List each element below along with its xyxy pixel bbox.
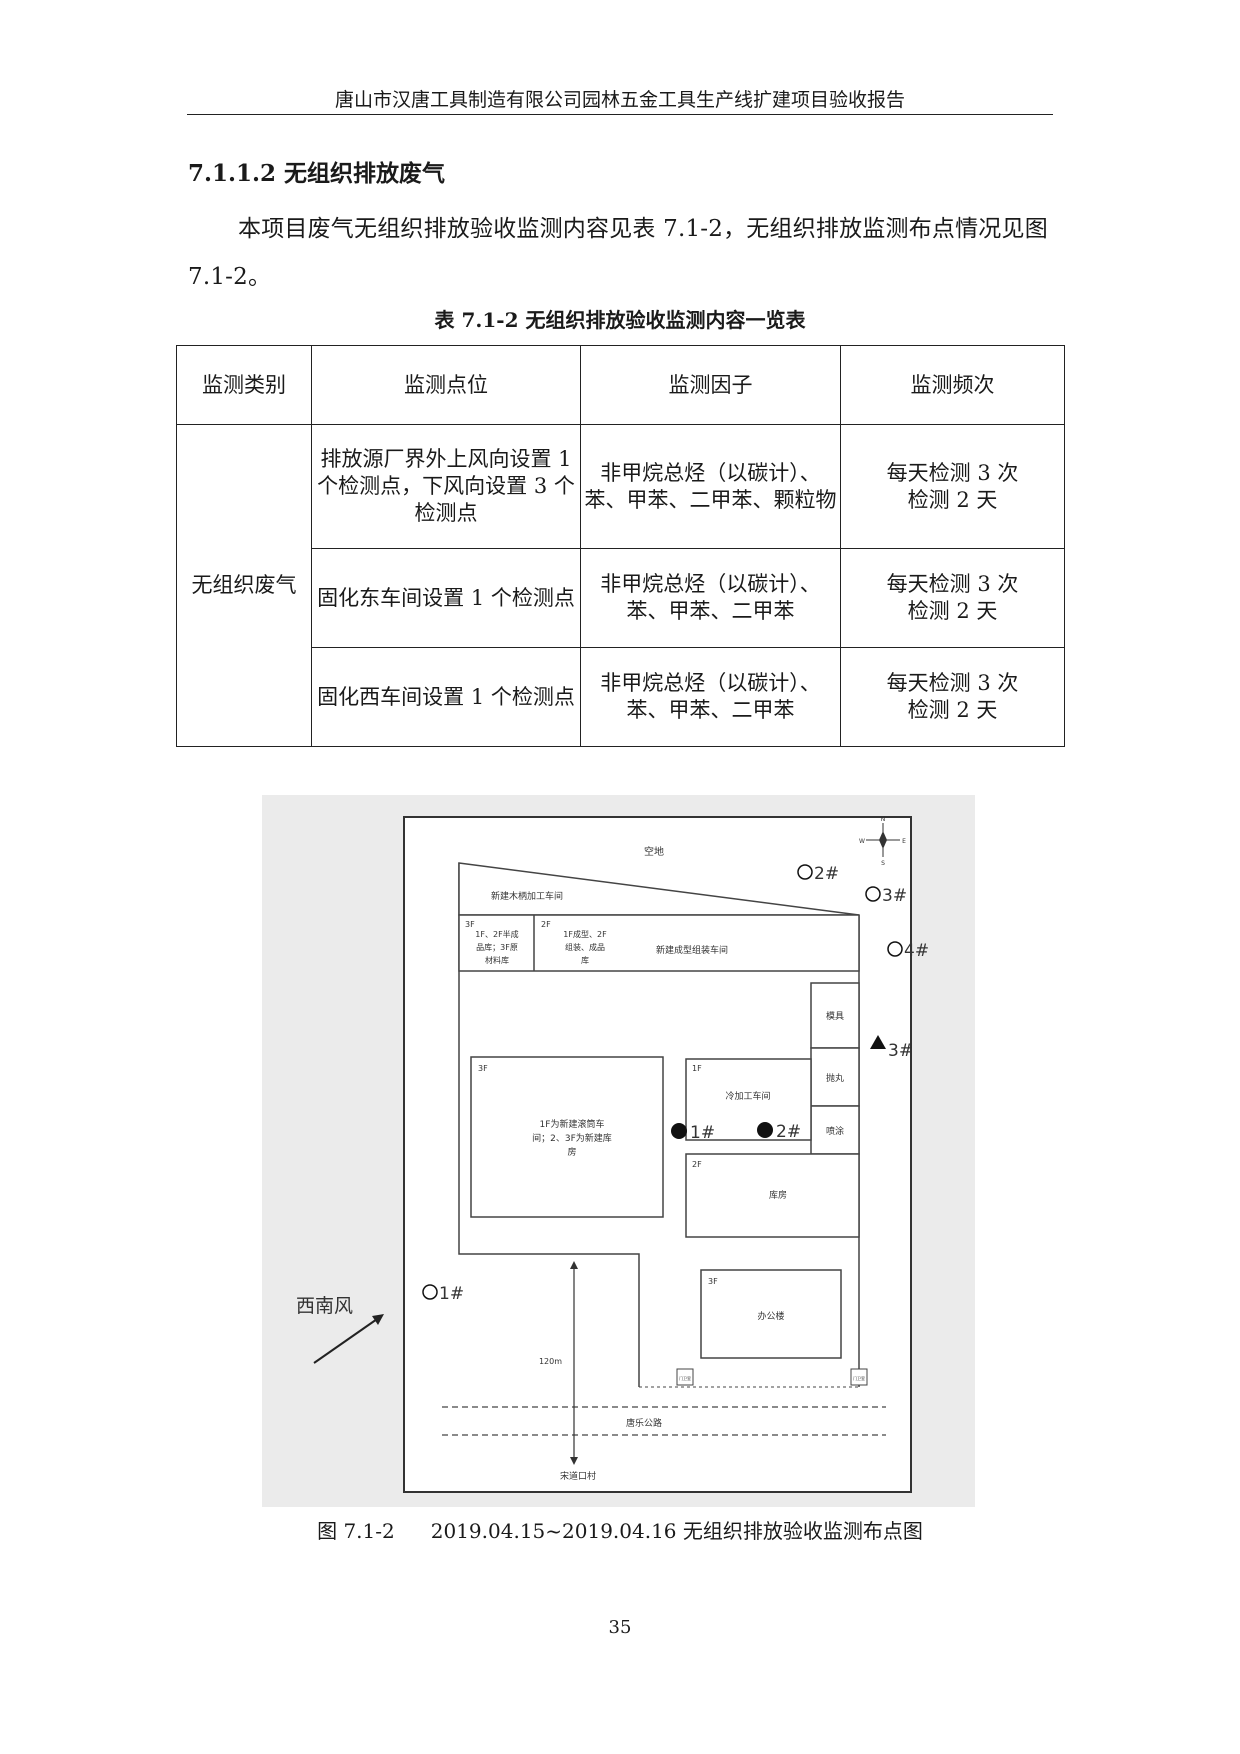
building-2f-floor: 2F: [541, 920, 551, 929]
building-forming: [458, 914, 860, 972]
header-cell: 监测频次: [840, 345, 1065, 425]
warehouse-floor: 2F: [692, 1160, 702, 1169]
factor-cell: 非甲烷总烃（以碳计）、苯、甲苯、二甲苯: [580, 647, 841, 747]
table-header-row: 监测类别 监测点位 监测因子 监测频次: [176, 345, 1065, 425]
frequency-cell: 每天检测 3 次检测 2 天: [840, 548, 1065, 648]
factor-cell: 非甲烷总烃（以碳计）、苯、甲苯、二甲苯: [580, 548, 841, 648]
monitoring-table: 监测类别 监测点位 监测因子 监测频次 无组织废气 排放源厂界外上风向设置 1 …: [176, 345, 1065, 747]
table-caption: 表 7.1-2 无组织排放验收监测内容一览表: [434, 308, 806, 332]
section-title: 7.1.1.2 无组织排放废气: [188, 160, 446, 187]
figure-caption-text: 2019.04.15~2019.04.16 无组织排放验收监测布点图: [430, 1519, 923, 1543]
building-3f-text: 材料库: [485, 955, 509, 965]
frequency-line: 检测 2 天: [907, 487, 998, 512]
header-cell: 监测类别: [176, 345, 312, 425]
frequency-line: 每天检测 3 次: [886, 460, 1019, 485]
header-cell: 监测点位: [311, 345, 581, 425]
site-layout-figure: 空地 N S W E 新建木柄加工车间 3F 1F、2F半成 品库；3F原 材料…: [262, 795, 975, 1507]
building-forming-label: 新建成型组装车间: [656, 944, 728, 956]
building-drum-text: 间；2、3F为新建库: [532, 1132, 612, 1144]
room-spray-label: 喷涂: [826, 1125, 844, 1137]
monitor-point-o4: 4#: [887, 941, 929, 961]
room-mold-label: 模具: [826, 1011, 844, 1022]
frequency-line: 检测 2 天: [907, 599, 998, 623]
guard-room-right-label: 门卫室: [853, 1375, 865, 1381]
frequency-line: 每天检测 3 次: [886, 572, 1019, 596]
page-number: 35: [608, 1617, 632, 1638]
category-cell: 无组织废气: [176, 424, 312, 747]
wind-arrow: [313, 1316, 381, 1364]
road-label: 唐乐公路: [626, 1417, 662, 1429]
building-3f-floor: 3F: [465, 920, 475, 929]
village-label: 宋道口村: [560, 1470, 596, 1482]
distance-label: 120m: [539, 1357, 562, 1366]
room-mold: [810, 982, 860, 1049]
building-3f-text: 1F、2F半成: [475, 929, 518, 939]
factor-cell: 非甲烷总烃（以碳计）、苯、甲苯、二甲苯、颗粒物: [580, 424, 841, 549]
section-paragraph: 本项目废气无组织排放验收监测内容见表 7.1-2，无组织排放监测布点情况见图 7…: [188, 216, 1048, 290]
plant-boundary-left: [458, 863, 640, 1387]
frequency-line: 检测 2 天: [907, 698, 998, 722]
monitor-point-o2: 2#: [797, 864, 839, 884]
room-shot-blast-label: 抛丸: [826, 1072, 844, 1084]
frequency-cell: 每天检测 3 次检测 2 天: [840, 424, 1065, 549]
table-row: 固化东车间设置 1 个检测点 非甲烷总烃（以碳计）、苯、甲苯、二甲苯 每天检测 …: [177, 548, 1065, 648]
guard-room-right: [850, 1368, 868, 1386]
building-wooden-handle-label: 新建木柄加工车间: [491, 890, 563, 902]
header-cell: 监测因子: [580, 345, 841, 425]
building-drum-text: 1F为新建滚筒车: [540, 1118, 605, 1130]
svg-text:3#: 3#: [882, 886, 907, 906]
site-map: 空地 N S W E 新建木柄加工车间 3F 1F、2F半成 品库；3F原 材料…: [296, 816, 929, 1493]
table-row: 固化西车间设置 1 个检测点 非甲烷总烃（以碳计）、苯、甲苯、二甲苯 每天检测 …: [177, 647, 1065, 747]
svg-text:2#: 2#: [814, 864, 839, 884]
monitor-point-d2: 2#: [757, 1122, 801, 1142]
svg-text:2#: 2#: [776, 1122, 801, 1142]
svg-text:1#: 1#: [690, 1123, 715, 1143]
table-row: 无组织废气 排放源厂界外上风向设置 1 个检测点，下风向设置 3 个检测点 非甲…: [176, 424, 1065, 747]
monitor-point-o3: 3#: [865, 886, 907, 906]
figure-caption: 图 7.1-2 2019.04.15~2019.04.16 无组织排放验收监测布点…: [0, 1516, 1240, 1546]
svg-text:1#: 1#: [439, 1284, 464, 1304]
page-header: 唐山市汉唐工具制造有限公司园林五金工具生产线扩建项目验收报告: [334, 89, 905, 111]
monitor-point-triangle-3: 3#: [870, 1035, 913, 1061]
office-label: 办公楼: [757, 1310, 784, 1322]
building-2f-text: 库: [581, 955, 589, 965]
warehouse-label: 库房: [769, 1189, 787, 1201]
compass-w: W: [859, 838, 865, 845]
svg-text:4#: 4#: [904, 941, 929, 961]
building-cold-processing: [685, 1058, 812, 1141]
building-drum-text: 房: [567, 1146, 576, 1158]
open-ground-label: 空地: [644, 845, 664, 858]
compass-icon: N S W E: [859, 816, 906, 867]
building-drum-floor: 3F: [478, 1064, 488, 1073]
point-cell: 固化东车间设置 1 个检测点: [311, 548, 581, 648]
cold-floor: 1F: [692, 1064, 702, 1073]
header-rule: [187, 114, 1053, 115]
wind-label: 西南风: [296, 1295, 353, 1317]
compass-e: E: [902, 838, 906, 845]
compass-n: N: [881, 816, 886, 823]
guard-room-left-label: 门卫室: [679, 1375, 691, 1381]
building-office: [700, 1269, 842, 1359]
building-drum: [470, 1056, 664, 1218]
monitor-point-o1: 1#: [422, 1284, 464, 1304]
office-floor: 3F: [708, 1277, 718, 1286]
building-warehouse: [685, 1153, 860, 1238]
frequency-line: 每天检测 3 次: [886, 671, 1019, 695]
point-cell: 排放源厂界外上风向设置 1 个检测点，下风向设置 3 个检测点: [311, 424, 581, 549]
monitor-point-d1: 1#: [671, 1123, 715, 1143]
building-2f-text: 组装、成品: [565, 942, 605, 952]
building-2f-text: 1F成型、2F: [563, 929, 607, 939]
cold-label: 冷加工车间: [725, 1090, 770, 1102]
building-3f-text: 品库；3F原: [476, 942, 518, 952]
guard-room-left: [676, 1368, 694, 1386]
figure-caption-label: 图 7.1-2: [317, 1519, 395, 1543]
frequency-cell: 每天检测 3 次检测 2 天: [840, 647, 1065, 747]
svg-text:3#: 3#: [888, 1041, 913, 1061]
point-cell: 固化西车间设置 1 个检测点: [311, 647, 581, 747]
compass-s: S: [881, 860, 885, 867]
